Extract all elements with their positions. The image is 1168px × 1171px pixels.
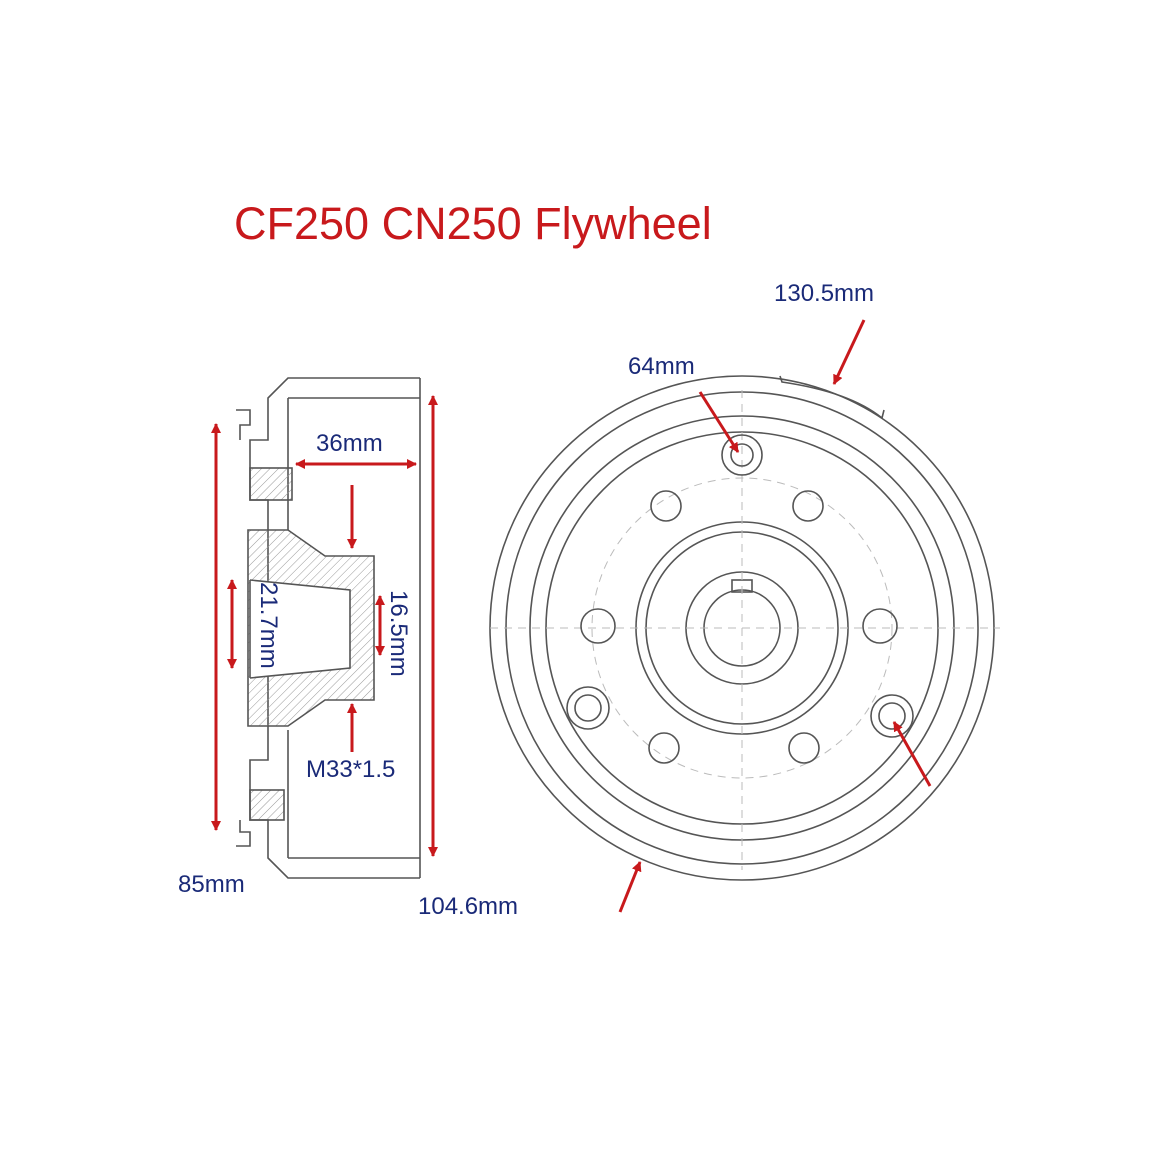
label-taper-bore: 16.5mm	[385, 590, 412, 677]
side-dimension-arrows	[211, 395, 438, 857]
label-hub-height: 85mm	[178, 871, 245, 898]
label-bolt-circle: 64mm	[628, 353, 695, 380]
label-thread: M33*1.5	[306, 756, 396, 783]
label-depth: 36mm	[316, 430, 383, 457]
diagram-title: CF250 CN250 Flywheel	[234, 198, 712, 249]
front-view	[489, 375, 1000, 881]
label-inner-bore: 21.7mm	[255, 582, 282, 669]
label-outer-diameter: 130.5mm	[774, 280, 875, 307]
front-dimension-arrows	[618, 319, 932, 913]
side-section-view	[236, 377, 421, 879]
label-overall-height: 104.6mm	[418, 893, 519, 920]
bolt-holes	[566, 434, 914, 764]
